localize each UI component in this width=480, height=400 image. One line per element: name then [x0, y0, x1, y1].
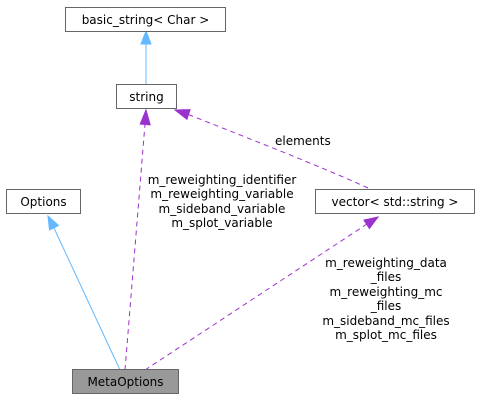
node-label: MetaOptions: [87, 375, 163, 389]
edge-vector-elements-string: elements: [173, 109, 369, 189]
node-string[interactable]: string: [116, 84, 177, 109]
node-label: string: [129, 90, 163, 104]
edge-meta-options-inherits-options: [47, 214, 121, 371]
edge-label-m-reweighting-mc: m_reweighting_mc: [329, 285, 442, 299]
edge-label-m-sideband-mc-files: m_sideband_mc_files: [322, 314, 449, 328]
usage-arrowhead: [173, 109, 191, 121]
edge-label-m-reweighting-variable: m_reweighting_variable: [150, 187, 293, 201]
edge-label-m-reweighting-data: m_reweighting_data: [325, 256, 447, 270]
edge-label-m-splot-variable: m_splot_variable: [171, 216, 272, 230]
usage-arrowhead: [139, 108, 151, 126]
inheritance-arrowhead: [47, 214, 60, 231]
edge-label-files-2: _files: [370, 299, 402, 313]
node-vector-std-string[interactable]: vector< std::string >: [315, 189, 475, 214]
edge-labels-vector-members: m_reweighting_data _files m_reweighting_…: [322, 256, 449, 342]
node-meta-options[interactable]: MetaOptions: [72, 369, 179, 394]
edge-label-m-reweighting-identifier: m_reweighting_identifier: [148, 173, 297, 187]
node-label: basic_string< Char >: [82, 13, 210, 27]
inheritance-arrowhead: [140, 29, 152, 45]
edge-meta-options-uses-string: m_reweighting_identifier m_reweighting_v…: [124, 108, 297, 371]
edge-label-m-splot-mc-files: m_splot_mc_files: [335, 328, 437, 342]
node-options[interactable]: Options: [6, 189, 81, 214]
usage-arrowhead: [363, 216, 380, 230]
edge-labels-string-members: m_reweighting_identifier m_reweighting_v…: [148, 173, 297, 230]
edge-string-inherits-basic-string: [140, 29, 152, 84]
node-label: vector< std::string >: [332, 195, 459, 209]
edge-label-elements: elements: [275, 134, 331, 148]
node-basic-string[interactable]: basic_string< Char >: [65, 7, 226, 32]
node-label: Options: [20, 195, 66, 209]
edge-meta-options-uses-vector: m_reweighting_data _files m_reweighting_…: [144, 216, 450, 371]
edge-label-m-sideband-variable: m_sideband_variable: [159, 202, 286, 216]
edge-label-files-1: _files: [370, 270, 402, 284]
